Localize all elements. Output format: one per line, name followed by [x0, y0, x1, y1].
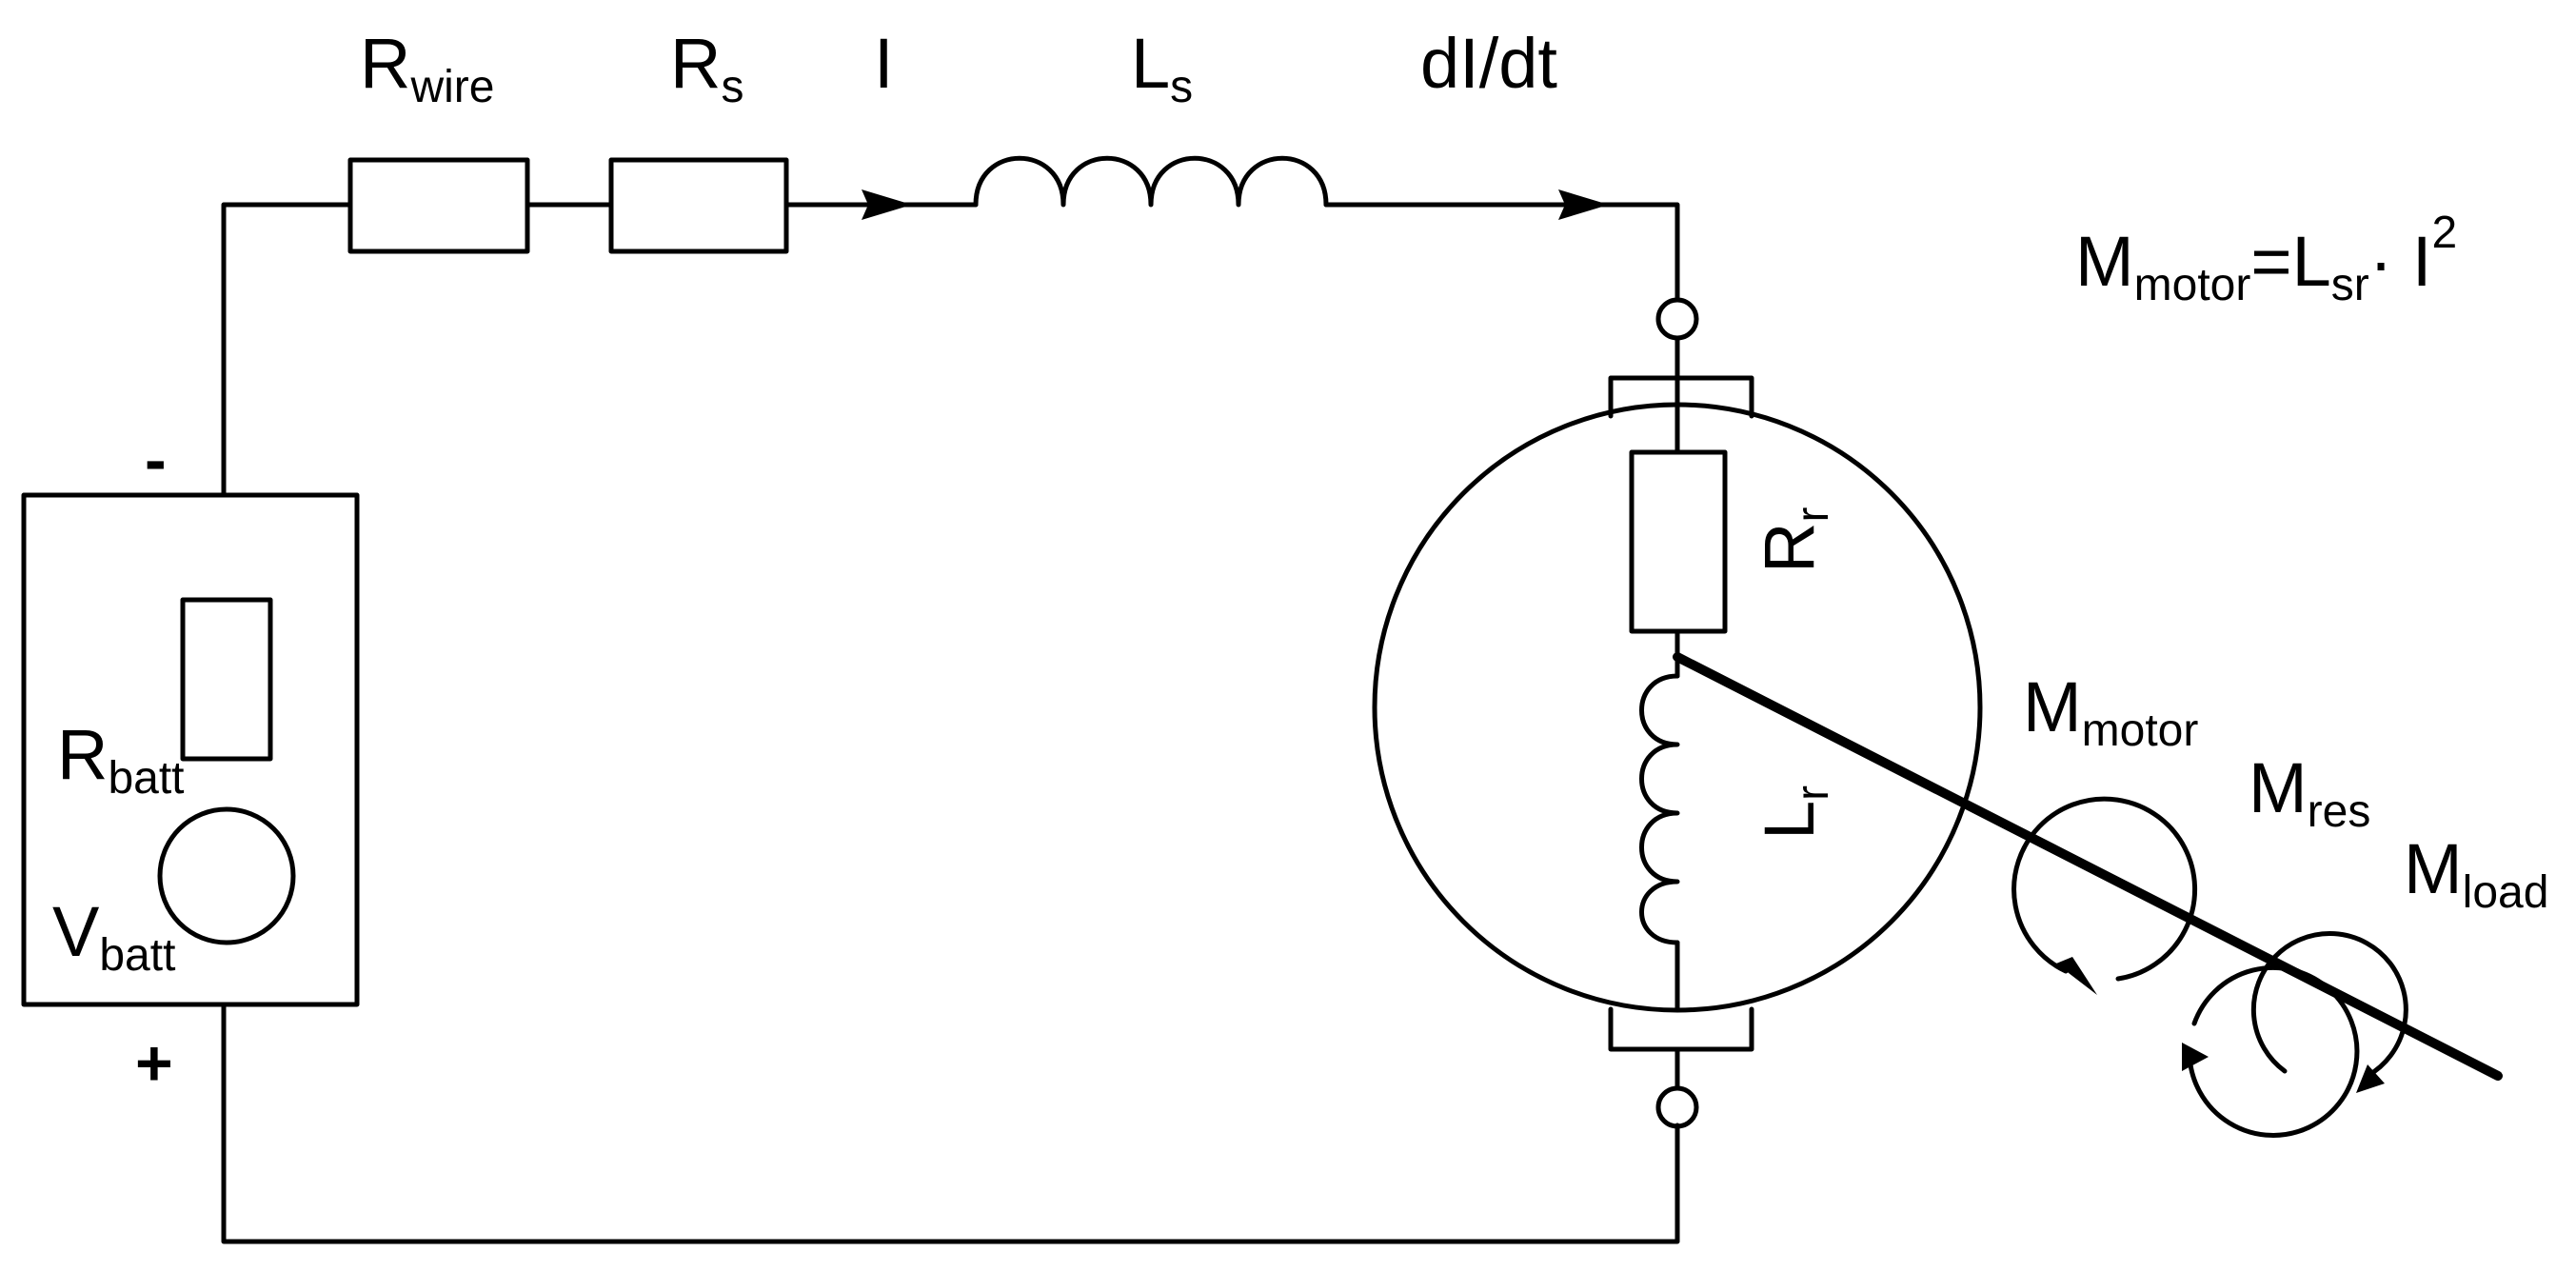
battery — [21, 492, 360, 1007]
r-s-resistor — [608, 157, 789, 254]
motor-housing — [1372, 402, 1983, 1013]
r-wire-resistor — [347, 157, 530, 254]
motor — [1372, 297, 2503, 1129]
m-load-torque-arc — [2250, 931, 2408, 1079]
motor-terminal-bottom — [1655, 1085, 1699, 1129]
torque-arrows — [2011, 796, 2408, 1138]
r-r-label: Rr — [1750, 507, 1838, 573]
battery-box — [21, 492, 360, 1007]
r-r-resistor — [1629, 449, 1728, 634]
current-arrow-icon — [862, 189, 912, 220]
wire-bottom-return — [221, 1002, 1680, 1244]
m-motor-torque-arc — [2011, 796, 2198, 982]
r-s-label: Rs — [670, 24, 743, 112]
wire-ls-to-motor — [1323, 202, 1680, 303]
wire-battery-negative-to-top — [221, 202, 353, 498]
m-motor-label: Mmotor — [2023, 667, 2198, 756]
brush-top — [1608, 375, 1754, 419]
brush-bottom — [1608, 1006, 1754, 1052]
battery-plus-label: + — [135, 1027, 173, 1100]
motor-terminal-top — [1655, 297, 1699, 341]
r-wire-label: Rwire — [360, 24, 494, 112]
motor-shaft — [1673, 652, 2503, 1081]
m-load-arrowhead-icon — [2356, 1064, 2385, 1093]
l-s-label: Ls — [1131, 24, 1193, 112]
v-batt-label: Vbatt — [52, 892, 175, 981]
di-dt-arrow-icon — [1558, 189, 1609, 220]
l-r-label: Lr — [1750, 785, 1838, 840]
l-r-inductor — [1639, 673, 1680, 945]
r-batt-label: Rbatt — [57, 715, 185, 804]
circuit-wires — [221, 202, 1680, 1244]
l-s-inductor — [973, 155, 1329, 208]
motor-torque-formula: Mmotor=Lsr· I2 — [2075, 208, 2457, 310]
r-batt-resistor — [180, 597, 273, 762]
battery-minus-label: - — [145, 424, 167, 496]
m-load-label: Mload — [2404, 829, 2548, 918]
v-batt-source — [157, 806, 296, 945]
di-dt-label: dI/dt — [1420, 24, 1557, 103]
m-res-arrowhead-icon — [2182, 1043, 2209, 1071]
m-res-label: Mres — [2249, 748, 2370, 837]
current-label: I — [874, 24, 894, 103]
m-res-torque-arc — [2187, 964, 2360, 1138]
m-motor-arrowhead-icon — [2056, 957, 2097, 995]
labels: Rwire Rs I Ls dI/dt - + Rbatt Vbatt Rr L… — [52, 24, 2548, 1100]
